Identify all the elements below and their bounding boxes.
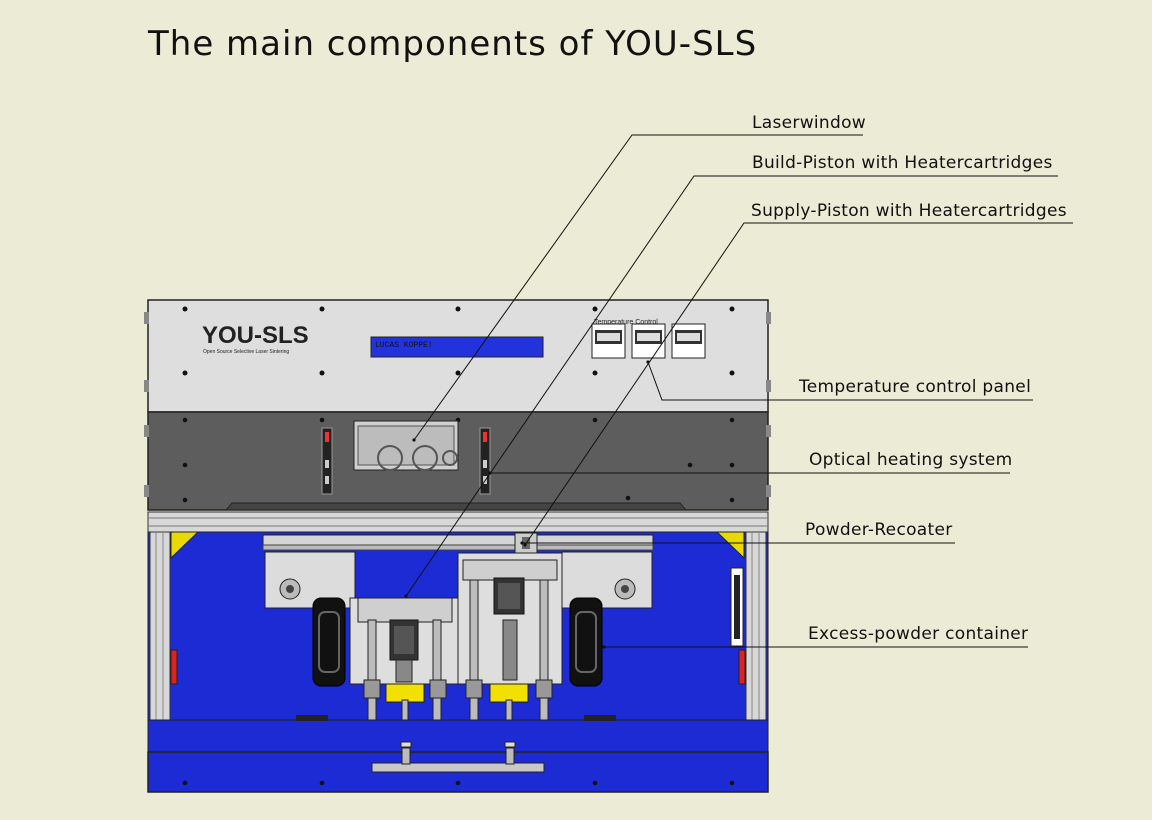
heating-lamp-left — [321, 427, 333, 495]
page-title: The main components of YOU-SLS — [148, 24, 758, 64]
lcd-display — [370, 336, 544, 358]
build-piston — [349, 597, 459, 721]
machine-logo: YOU-SLS — [202, 322, 309, 349]
temp-panel-header: Temperature Control — [594, 319, 658, 326]
heating-lamp-right — [479, 427, 491, 495]
supply-piston — [457, 552, 563, 721]
lcd-display-text: LUCAS KOPPE! — [375, 341, 433, 350]
label-supply-piston: Supply-Piston with Heatercartridges — [751, 201, 1067, 221]
top-rail — [147, 511, 769, 533]
excess-powder-container-right — [569, 597, 603, 687]
label-excess-powder: Excess-powder container — [808, 624, 1029, 644]
excess-powder-container-left — [312, 597, 346, 687]
label-temperature-panel: Temperature control panel — [799, 377, 1032, 397]
temperature-control-panel — [591, 323, 706, 359]
laser-window — [353, 420, 459, 471]
machine-logo-subtitle: Open Source Selective Laser Sintering — [203, 349, 289, 355]
label-optical-heating: Optical heating system — [809, 450, 1013, 470]
label-powder-recoater: Powder-Recoater — [805, 520, 953, 540]
label-build-piston: Build-Piston with Heatercartridges — [752, 153, 1053, 173]
leader-lines — [405, 134, 1073, 648]
label-laserwindow: Laserwindow — [752, 113, 866, 133]
base-upper — [147, 719, 769, 753]
front-handle — [371, 741, 545, 773]
